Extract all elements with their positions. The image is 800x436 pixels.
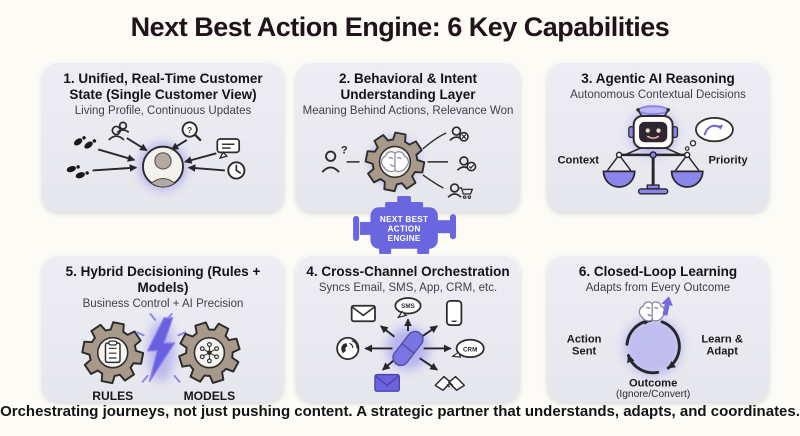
panel-hybrid-decisioning: 5. Hybrid Decisioning (Rules + Models) B… [42, 255, 284, 403]
brain-gear-icon [364, 131, 426, 192]
email-icon [350, 304, 376, 323]
panel-unified-customer-state: 1. Unified, Real-Time Customer State (Si… [42, 62, 284, 212]
panel-subtitle: Syncs Email, SMS, App, CRM, etc. [318, 281, 498, 294]
balance-scale-icon [602, 147, 704, 195]
rejecting-user-icon [449, 126, 469, 142]
connector-lines [422, 132, 449, 189]
outcome-label-2: (Ignore/Convert) [616, 389, 690, 399]
svg-text:?: ? [341, 144, 348, 156]
asking-person-icon: ? [321, 144, 360, 173]
customer-avatar [142, 145, 184, 188]
lightning-bolt-icon [135, 312, 187, 383]
intent-illustration: ? [321, 126, 477, 199]
panel-cross-channel: 4. Cross-Channel Orchestration Syncs Ema… [296, 255, 520, 402]
people-icon [108, 121, 130, 141]
context-label: Context [557, 155, 599, 167]
engine-icon: NEXT BEST ACTION ENGINE [353, 196, 457, 254]
direct-mail-icon [374, 373, 400, 392]
robot-icon [628, 105, 679, 149]
learning-loop-illustration: Action Sent Learn & Adapt Outcome (Ignor… [567, 296, 743, 399]
panel-subtitle: Meaning Behind Actions, Relevance Won [302, 104, 514, 117]
handshake-icon [434, 375, 466, 391]
search-question-icon: ? [181, 121, 202, 141]
priority-label: Priority [708, 155, 748, 167]
next-best-action-engine: NEXT BEST ACTION ENGINE [352, 196, 458, 260]
mobile-app-icon [445, 299, 463, 326]
svg-text:?: ? [187, 125, 192, 135]
svg-text:CRM: CRM [463, 346, 477, 353]
learning-brain-icon [638, 296, 673, 322]
action-sent-label-1: Action [567, 334, 602, 346]
action-sent-label-2: Sent [572, 345, 596, 357]
outcome-label-1: Outcome [629, 377, 677, 389]
panel-subtitle: Autonomous Contextual Decisions [570, 88, 746, 101]
panel-closed-loop-learning: 6. Closed-Loop Learning Adapts from Ever… [547, 255, 769, 402]
panel-subtitle: Business Control + AI Precision [82, 297, 244, 310]
engine-label-line1: NEXT BEST [380, 215, 428, 224]
panel-title: 2. Behavioral & Intent Understanding Lay… [338, 71, 478, 102]
rules-label: RULES [92, 389, 133, 403]
rules-gear-icon [81, 321, 145, 384]
footer-tagline: Orchestrating journeys, not just pushing… [0, 403, 800, 420]
buying-user-icon [447, 183, 474, 199]
hub-icon [392, 330, 424, 367]
phone-call-icon [336, 336, 360, 360]
panel-subtitle: Adapts from Every Outcome [585, 281, 731, 294]
footprints-icon [65, 134, 98, 180]
panel-title: 4. Cross-Channel Orchestration [306, 264, 510, 279]
models-label: MODELS [184, 389, 236, 403]
panel-subtitle: Living Profile, Continuous Updates [74, 104, 252, 117]
panel-title: 1. Unified, Real-Time Customer State (Si… [63, 71, 263, 102]
decisioning-illustration: RULES MODELS [81, 312, 241, 403]
reasoning-illustration: Context Priority [557, 105, 748, 195]
glow [623, 317, 683, 376]
thought-bubble-icon [684, 116, 734, 151]
orchestration-illustration: SMS CRM [336, 296, 485, 392]
inbound-arrows [92, 137, 225, 172]
chat-bubble-icon [216, 137, 241, 159]
customer-state-illustration: ? [65, 121, 246, 191]
panel-agentic-ai: 3. Agentic AI Reasoning Autonomous Conte… [547, 62, 769, 212]
page-title: Next Best Action Engine: 6 Key Capabilit… [130, 12, 670, 42]
panel-title: 3. Agentic AI Reasoning [581, 71, 735, 86]
engine-label-line3: ENGINE [388, 234, 421, 243]
svg-text:SMS: SMS [401, 303, 415, 310]
panel-title: 6. Closed-Loop Learning [578, 264, 738, 279]
engine-label-line2: ACTION [388, 224, 421, 233]
clock-icon [227, 161, 246, 180]
learn-adapt-label-2: Adapt [706, 345, 738, 357]
crm-bubble-icon: CRM [451, 338, 485, 358]
models-gear-icon [178, 321, 241, 384]
panel-title: 5. Hybrid Decisioning (Rules + Models) [65, 264, 261, 295]
learn-adapt-label-1: Learn & [701, 334, 743, 346]
panel-behavioral-intent: 2. Behavioral & Intent Understanding Lay… [296, 62, 520, 212]
sms-bubble-icon: SMS [394, 296, 422, 319]
accepting-user-icon [456, 156, 477, 172]
